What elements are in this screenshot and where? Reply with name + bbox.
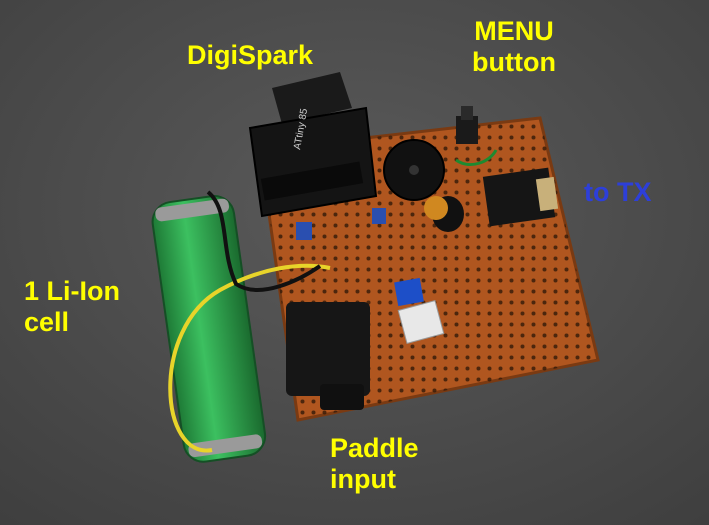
- menu-pushbutton: [456, 106, 478, 144]
- orange-capacitor: [424, 196, 448, 220]
- blue-capacitor-2: [372, 208, 386, 224]
- digispark-label: DigiSpark: [187, 40, 314, 70]
- menu-button-label: MENU button: [472, 16, 556, 78]
- menu-label-line1: MENU: [474, 16, 554, 46]
- black-wire: [206, 190, 322, 292]
- li-ion-cell-label: 1 Li-Ion cell: [24, 276, 120, 338]
- paddle-label-line1: Paddle: [330, 433, 419, 463]
- paddle-input-label: Paddle input: [330, 433, 419, 495]
- tx-jack: [482, 167, 559, 227]
- to-tx-label: to TX: [584, 177, 652, 207]
- paddle-jack: [286, 302, 370, 410]
- yellow-wire: [168, 263, 331, 453]
- liion-label-line2: cell: [24, 307, 70, 337]
- white-header: [397, 300, 445, 344]
- green-wire: [455, 149, 498, 166]
- menu-label-line2: button: [472, 47, 556, 77]
- blue-capacitor-1: [296, 222, 312, 240]
- digispark-module: ATtiny 85: [248, 72, 378, 218]
- blue-trimmer: [394, 277, 424, 307]
- liion-label-line1: 1 Li-Ion: [24, 276, 120, 306]
- paddle-label-line2: input: [330, 464, 396, 494]
